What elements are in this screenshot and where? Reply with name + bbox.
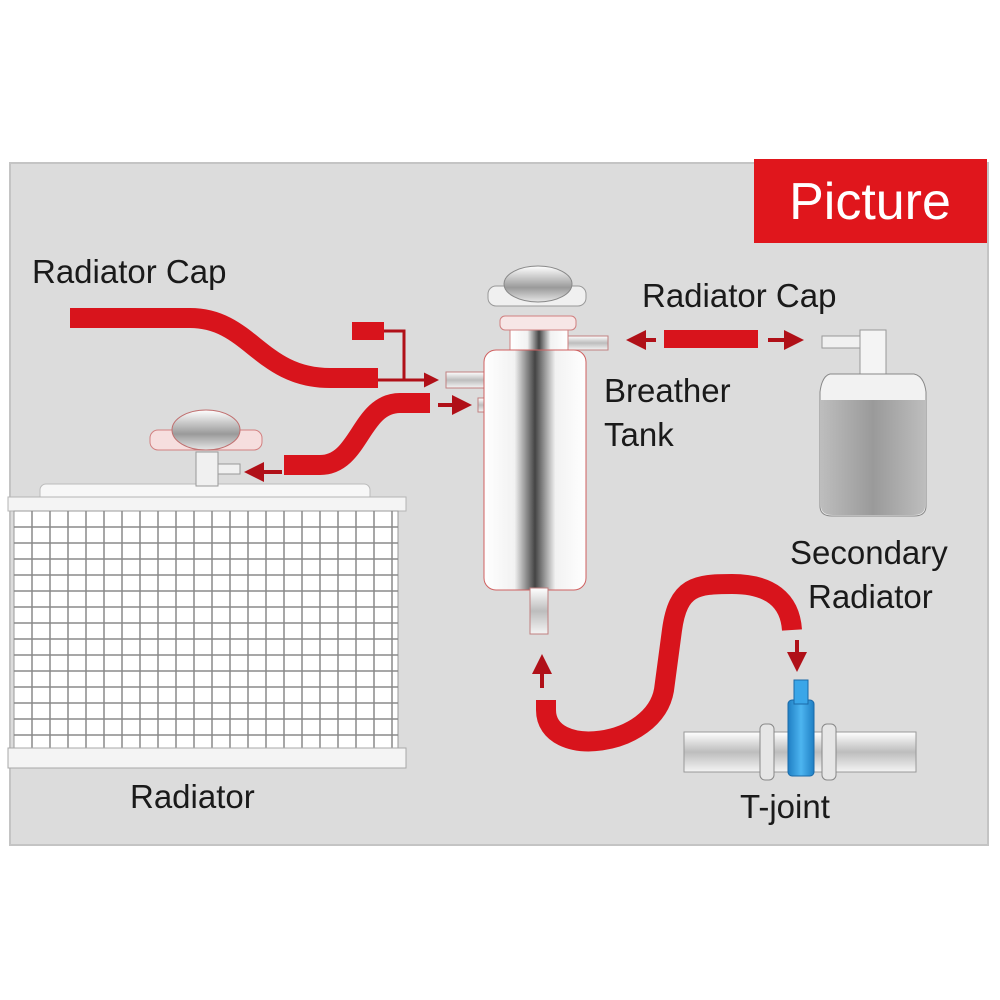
hose-bottom — [536, 573, 802, 752]
secondary-radiator — [819, 329, 927, 517]
label-breather-tank-1: Breather — [604, 372, 731, 409]
label-breather-tank-2: Tank — [604, 416, 674, 453]
breather-tank — [445, 265, 609, 635]
label-radiator-cap-left: Radiator Cap — [32, 253, 226, 290]
label-radiator: Radiator — [130, 778, 255, 815]
picture-badge-label: Picture — [789, 173, 951, 231]
hose-top-left — [70, 308, 378, 388]
t-joint — [683, 679, 917, 781]
radiator-core-grid — [14, 511, 398, 750]
picture-badge: Picture — [754, 159, 987, 243]
connector-line — [384, 329, 406, 380]
small-connector — [352, 322, 384, 340]
hose-tank-to-radiator — [284, 393, 430, 475]
label-secondary-radiator-1: Secondary — [790, 534, 948, 571]
hose-secondary — [664, 330, 758, 348]
label-radiator-cap-right: Radiator Cap — [642, 277, 836, 314]
radiator — [7, 483, 407, 769]
label-t-joint: T-joint — [740, 788, 830, 825]
radiator-cap-icon — [149, 409, 263, 487]
label-secondary-radiator-2: Radiator — [808, 578, 933, 615]
